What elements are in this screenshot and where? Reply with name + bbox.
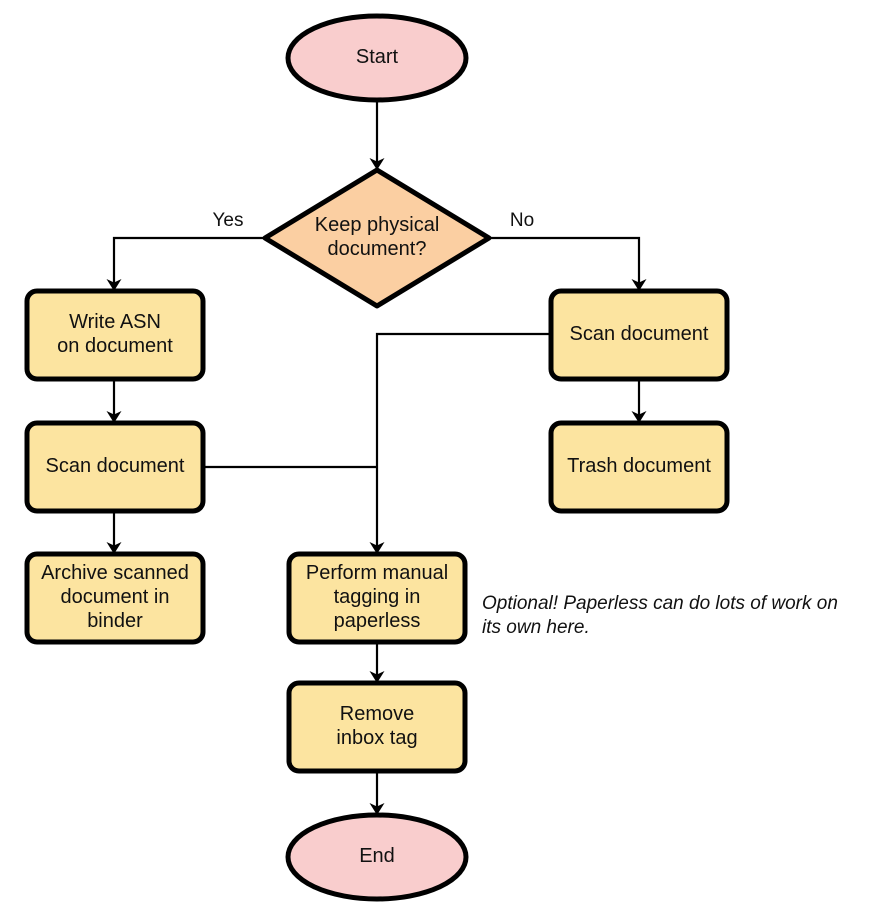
edge-scan-right-to-trash	[631, 379, 647, 423]
node-end[interactable]: End	[285, 812, 469, 902]
node-shape-ellipse	[285, 13, 469, 103]
edge-label-decision-no-to-scan-right: No	[510, 210, 534, 231]
node-label-scan-document-right: Scan document	[570, 323, 709, 345]
edge-arrowhead	[106, 279, 122, 291]
node-shape-rect	[24, 420, 206, 514]
node-label-scan-document-left: Scan document	[46, 455, 185, 477]
edge-path	[375, 332, 551, 548]
edge-label-decision-yes-to-write-asn: Yes	[213, 210, 244, 231]
node-start[interactable]: Start	[285, 13, 469, 103]
edge-arrowhead	[631, 279, 647, 291]
edge-arrowhead	[106, 411, 122, 423]
edge-start-to-decision	[369, 100, 385, 170]
edge-arrowhead	[631, 411, 647, 423]
annotations-layer: Optional! Paperless can do lots of work …	[482, 593, 838, 638]
edge-scan-left-to-archive	[106, 511, 122, 554]
edges-layer: Yes No	[106, 100, 647, 815]
edge-write-asn-to-scan-left	[106, 379, 122, 423]
node-shape-rect	[24, 551, 206, 645]
edge-remove-inbox-to-end	[369, 771, 385, 815]
edge-arrowhead	[106, 542, 122, 554]
edge-path	[490, 236, 641, 285]
node-shape-rect	[286, 680, 468, 774]
edge-scan-right-to-manual-tagging	[369, 332, 551, 554]
node-scan-document-right[interactable]: Scan document	[548, 288, 730, 382]
node-shape-rect	[286, 551, 468, 645]
edge-arrowhead	[369, 671, 385, 683]
node-shape-rect	[548, 288, 730, 382]
node-label-end: End	[359, 845, 395, 867]
edge-path	[112, 236, 265, 285]
node-shape-ellipse	[285, 812, 469, 902]
node-label-trash-document: Trash document	[567, 455, 711, 477]
node-shape-diamond	[262, 167, 492, 309]
node-shape-rect	[548, 420, 730, 514]
edge-manual-tagging-to-remove-inbox	[369, 642, 385, 683]
node-scan-document-left[interactable]: Scan document	[24, 420, 206, 514]
edge-decision-no-to-scan-right: No	[490, 210, 647, 291]
annotation-optional-note: Optional! Paperless can do lots of work …	[482, 593, 838, 638]
node-trash-document[interactable]: Trash document	[548, 420, 730, 514]
edge-arrowhead	[369, 803, 385, 815]
edge-decision-yes-to-write-asn: Yes	[106, 210, 265, 291]
node-shape-rect	[24, 288, 206, 382]
node-label-start: Start	[356, 46, 399, 68]
edge-arrowhead	[369, 542, 385, 554]
edge-arrowhead	[369, 158, 385, 170]
